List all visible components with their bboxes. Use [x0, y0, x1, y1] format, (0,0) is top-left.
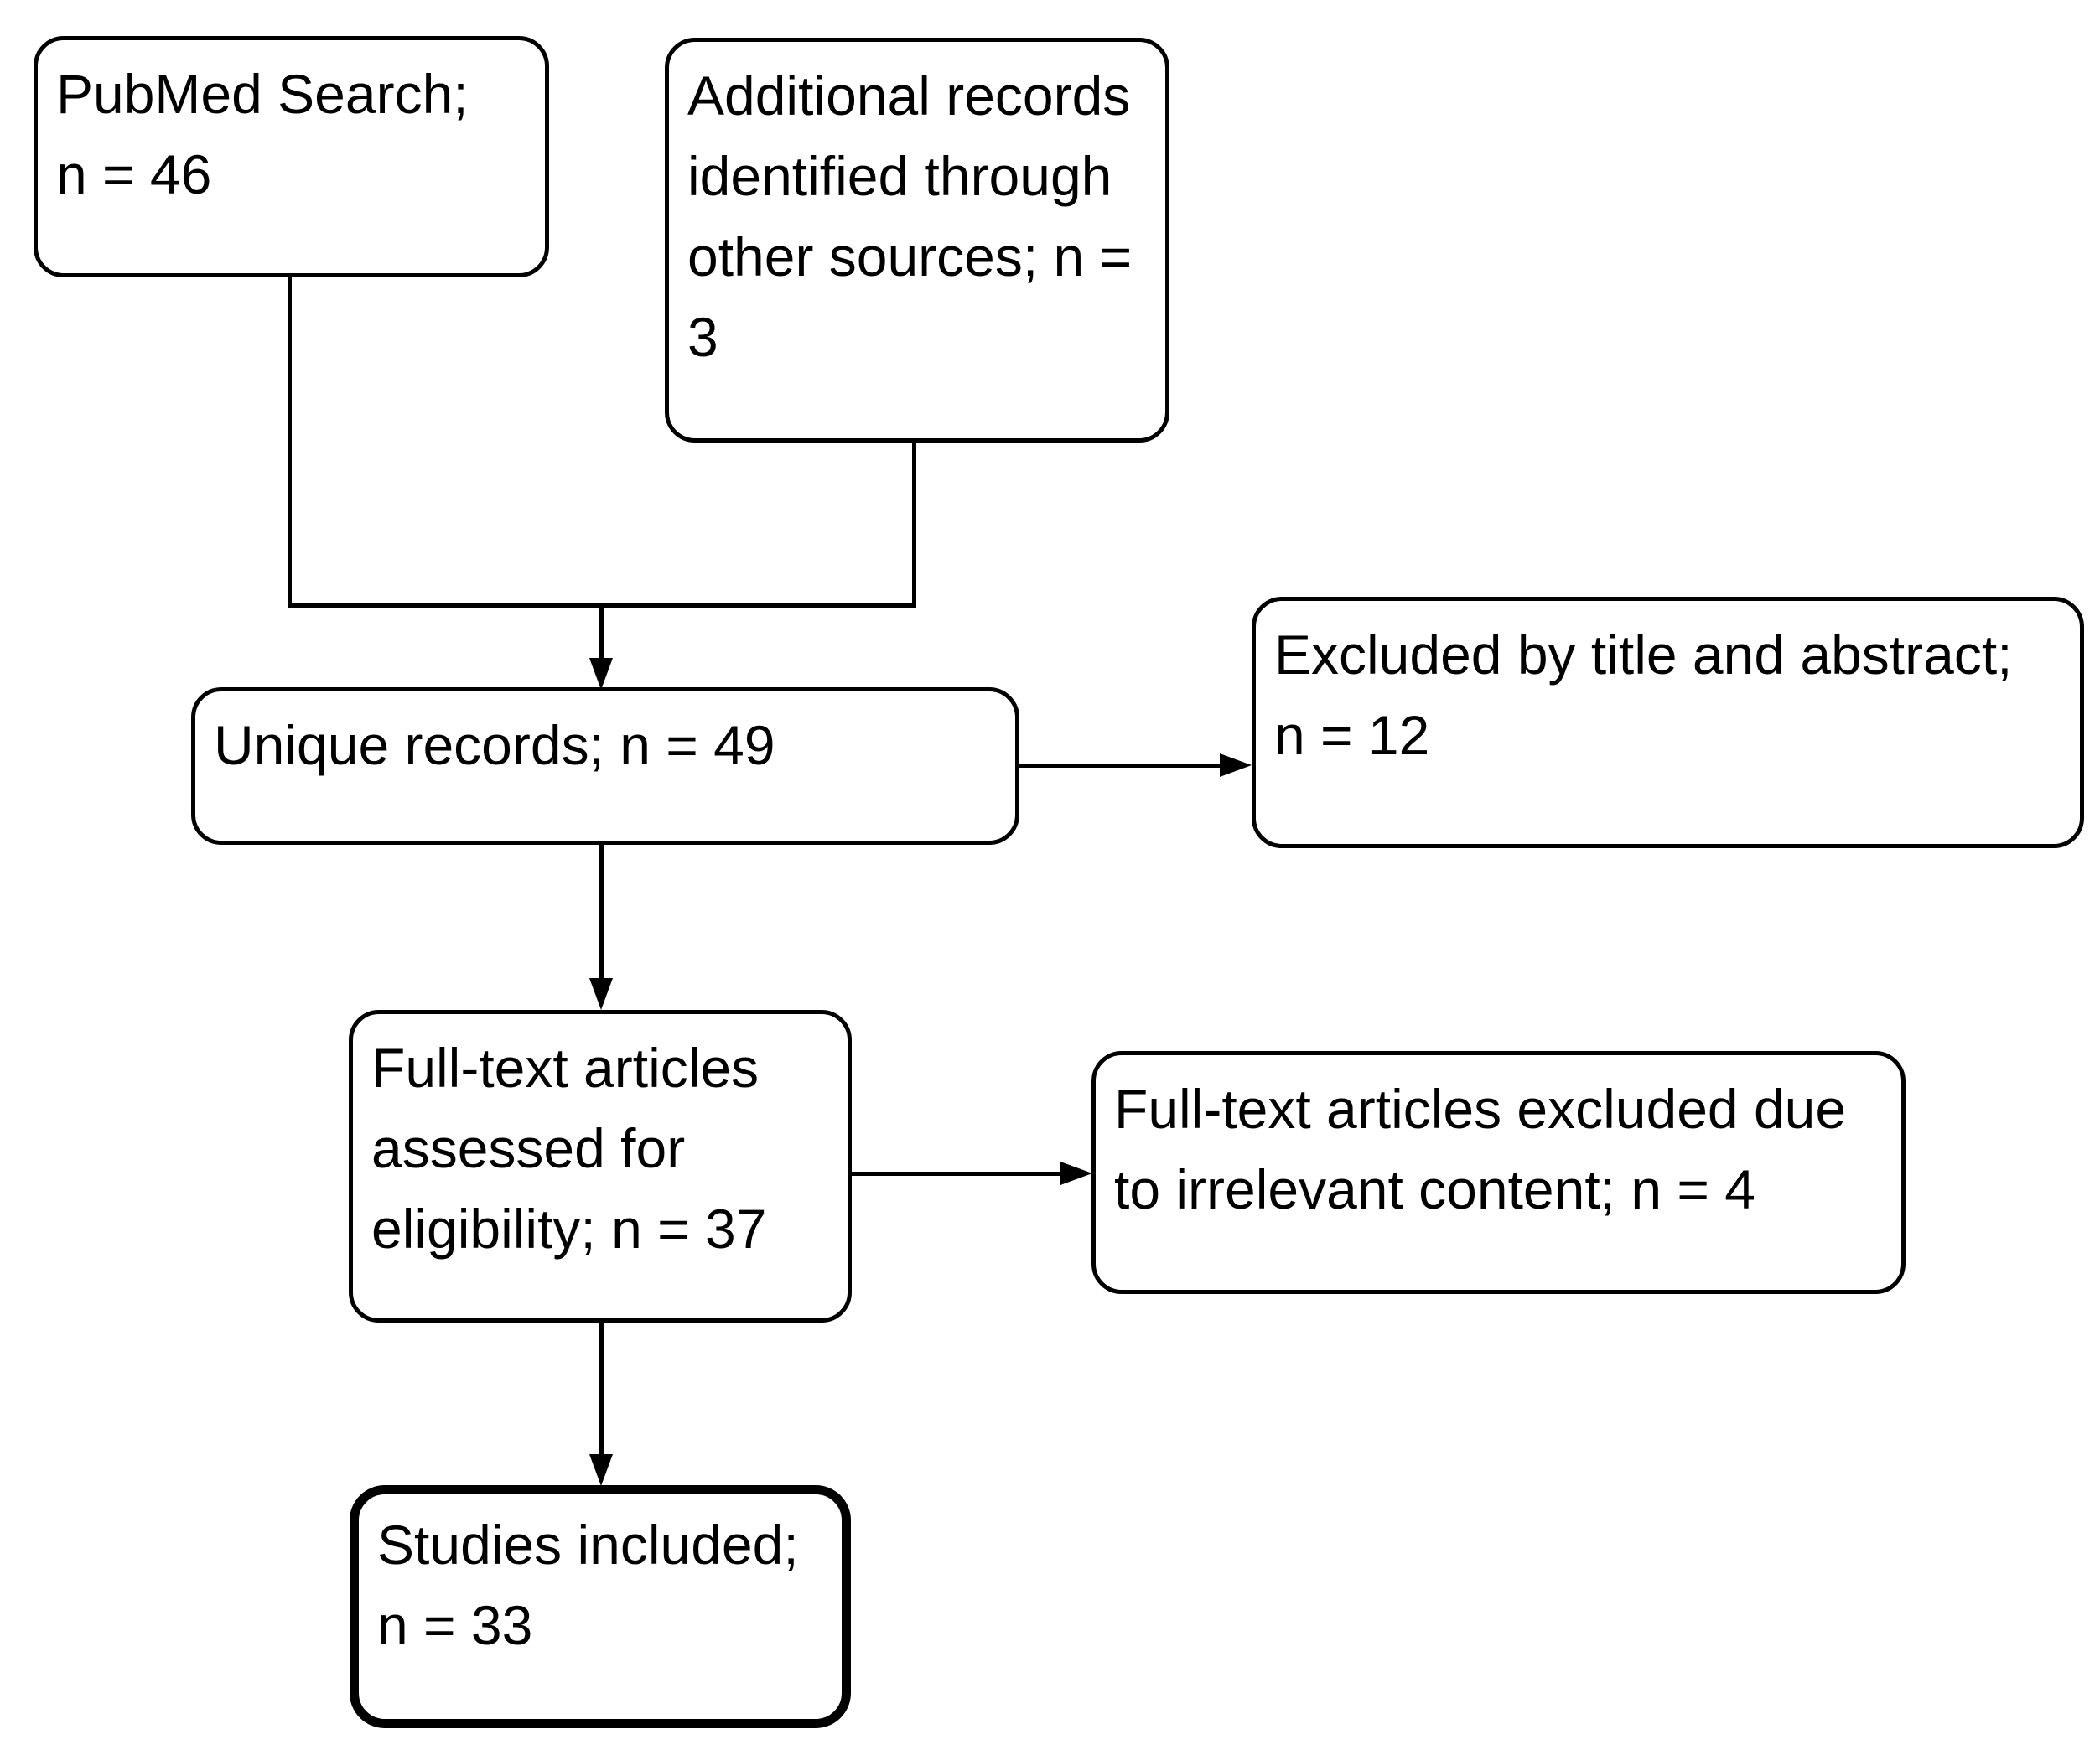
- connector-additional-down-line: [912, 440, 916, 608]
- box-studies-included-label: Studies included; n = 33: [377, 1514, 799, 1656]
- arrowhead-unique-to-fulltext-icon: [589, 978, 613, 1010]
- connector-unique-to-excluded-line: [1016, 764, 1221, 768]
- box-excluded-title-abstract: Excluded by title and abstract; n = 12: [1252, 597, 2084, 848]
- box-additional-records: Additional records identified through ot…: [665, 38, 1169, 443]
- box-additional-records-label: Additional records identified through ot…: [687, 65, 1133, 368]
- box-fulltext-assessed-label: Full-text articles assessed for eligibil…: [371, 1037, 767, 1260]
- box-fulltext-excluded-label: Full-text articles excluded due to irrel…: [1114, 1078, 1847, 1220]
- connector-merge-to-unique-line: [599, 603, 604, 660]
- connector-fulltext-to-included-line: [599, 1323, 604, 1457]
- arrowhead-unique-to-excluded-icon: [1220, 753, 1252, 777]
- box-unique-records: Unique records; n = 49: [191, 687, 1019, 845]
- box-excluded-title-abstract-label: Excluded by title and abstract; n = 12: [1274, 624, 2013, 766]
- box-studies-included: Studies included; n = 33: [350, 1485, 851, 1728]
- arrowhead-fulltext-to-included-icon: [589, 1454, 613, 1486]
- arrowhead-fulltext-to-excluded-icon: [1060, 1162, 1092, 1185]
- arrowhead-merge-to-unique-icon: [589, 658, 613, 690]
- connector-fulltext-to-excluded-line: [848, 1172, 1062, 1176]
- box-pubmed-search: PubMed Search; n = 46: [34, 36, 549, 277]
- box-fulltext-excluded: Full-text articles excluded due to irrel…: [1091, 1051, 1906, 1294]
- connector-unique-to-fulltext-line: [599, 845, 604, 981]
- connector-pubmed-down-line: [288, 277, 292, 608]
- box-pubmed-search-label: PubMed Search; n = 46: [56, 63, 469, 205]
- box-unique-records-label: Unique records; n = 49: [214, 714, 775, 776]
- box-fulltext-assessed: Full-text articles assessed for eligibil…: [349, 1010, 852, 1323]
